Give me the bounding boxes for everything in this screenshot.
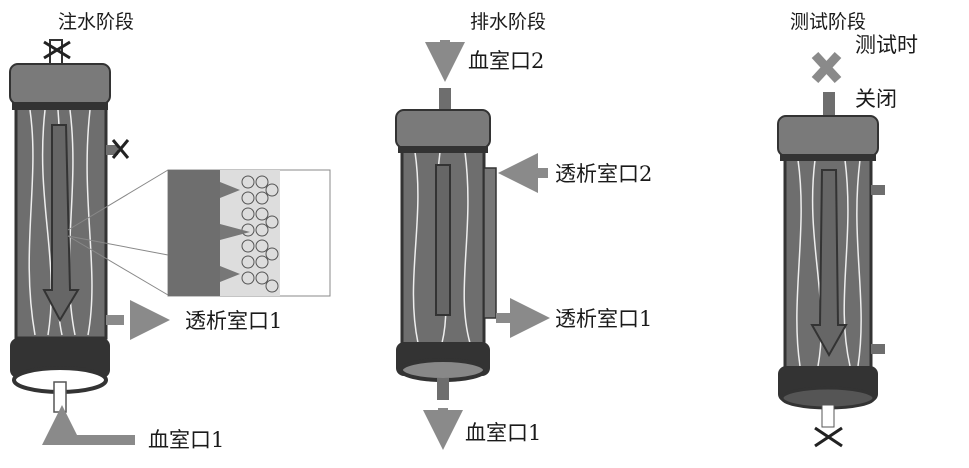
side-tube <box>483 167 497 319</box>
top-cap <box>395 109 491 149</box>
flow-arrow <box>810 169 848 358</box>
stage-title: 注水阶段 <box>58 11 134 33</box>
stage-fill: 注水阶段 透析室口1 血室口1 <box>9 11 331 452</box>
stage-drain: 排水阶段 血室口2 透析室口2 透析室口1 血室口1 <box>395 11 652 450</box>
stage-title: 测试阶段 <box>790 11 866 33</box>
top-cap <box>777 115 879 157</box>
dialysate-port-1-label: 透析室口1 <box>555 307 652 331</box>
closed-x-icon <box>814 426 843 448</box>
closed-note-line1: 测试时 <box>855 33 918 57</box>
stage-test: 测试阶段 测试时 关闭 <box>777 11 918 448</box>
stage-title: 排水阶段 <box>470 11 546 33</box>
top-cap <box>9 63 111 105</box>
closed-note-line2: 关闭 <box>855 87 897 111</box>
flow-arrow <box>42 124 80 323</box>
closed-x-icon <box>43 40 71 60</box>
inflow-arrow <box>42 405 135 445</box>
blood-port-2-label: 血室口2 <box>468 49 544 73</box>
blood-port-1-label: 血室口1 <box>148 428 224 452</box>
dialysate-port-1-label: 透析室口1 <box>185 309 282 333</box>
dialysate-port-2-label: 透析室口2 <box>555 162 652 186</box>
closed-x-icon <box>111 139 130 159</box>
blood-port-1-label: 血室口1 <box>465 421 541 445</box>
closed-x-icon <box>811 51 842 84</box>
membrane-inset <box>67 169 331 297</box>
